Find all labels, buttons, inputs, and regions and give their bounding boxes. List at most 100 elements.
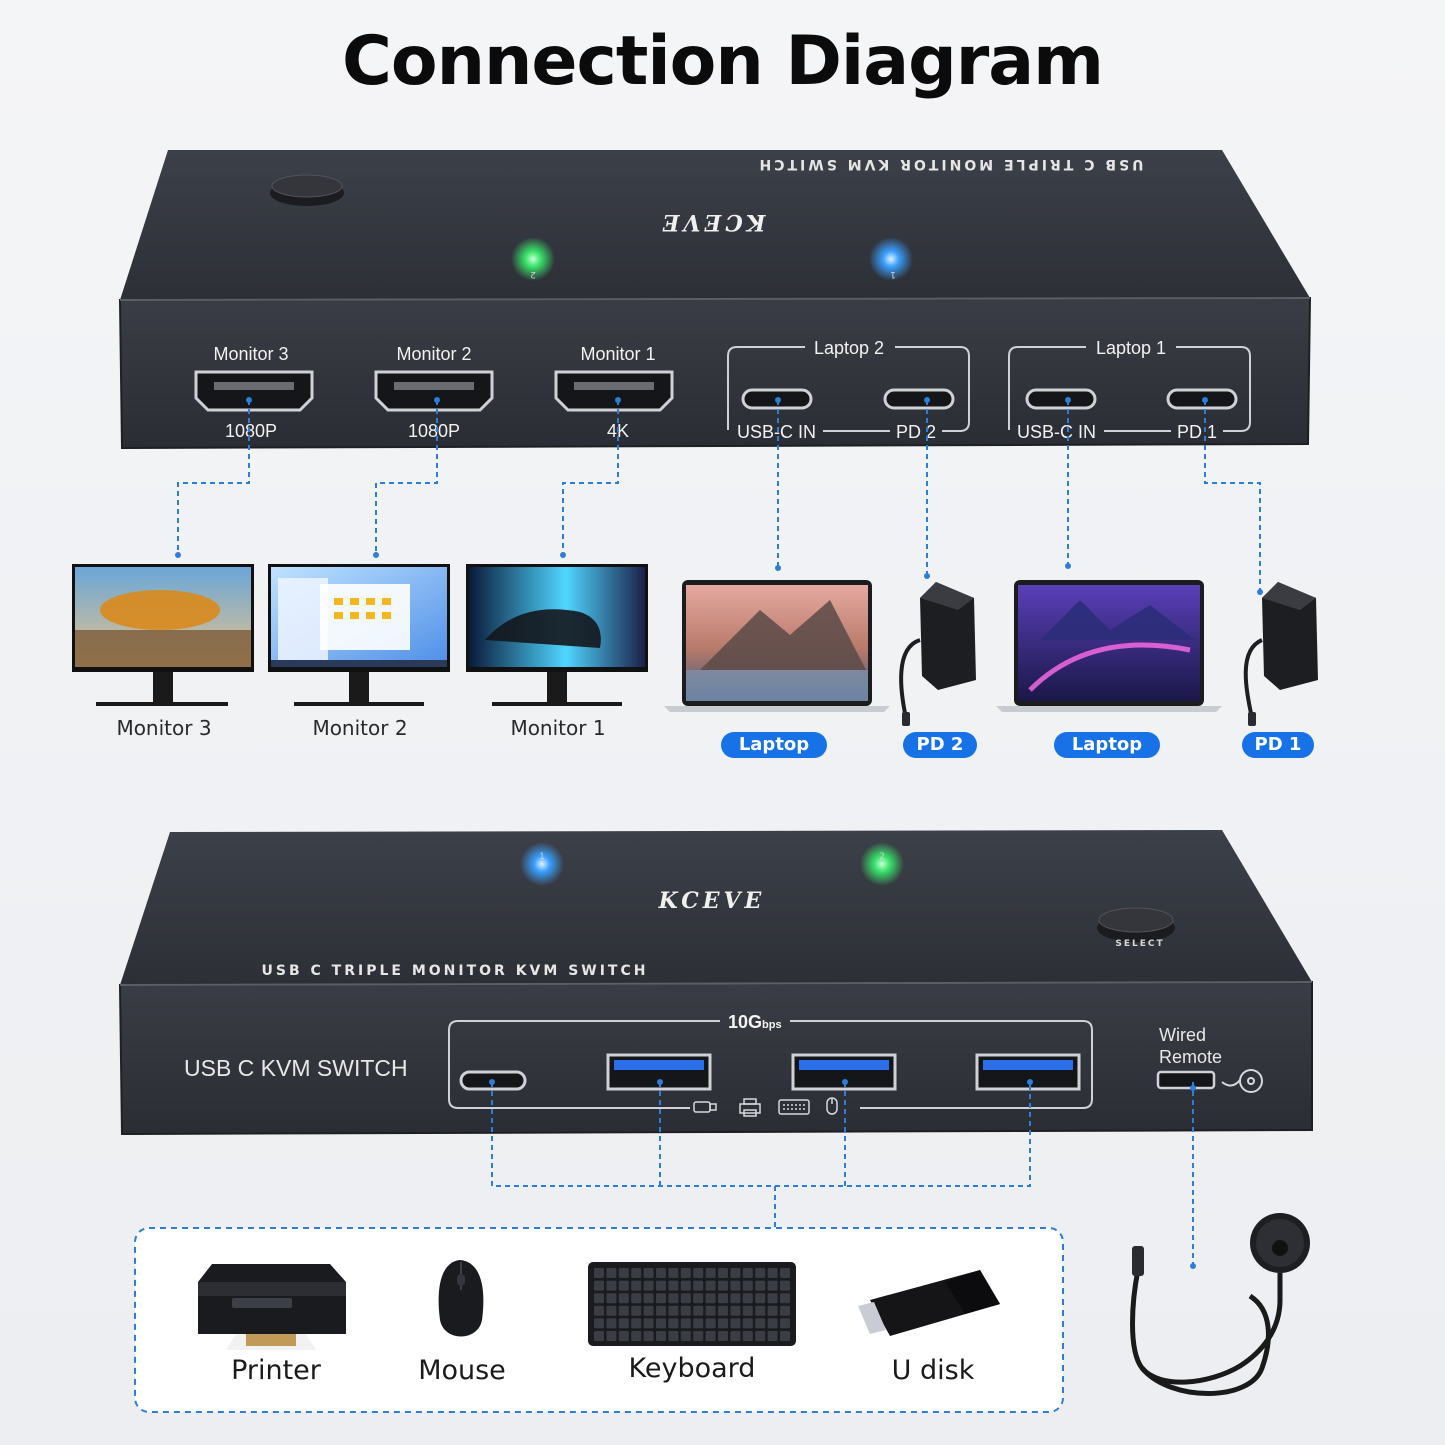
keyboard-key <box>742 1305 753 1316</box>
keyboard-key <box>718 1268 728 1278</box>
led-1-bottom <box>520 842 564 886</box>
hdmi-port-monitor-1[interactable]: Monitor 1 4K <box>554 344 674 441</box>
pd-2-port[interactable] <box>883 388 955 410</box>
keyboard-key <box>693 1293 704 1304</box>
keyboard-key <box>631 1268 642 1278</box>
keyboard-key <box>656 1293 666 1304</box>
keyboard-key <box>742 1331 753 1341</box>
hdmi-port-monitor-2[interactable]: Monitor 2 1080P <box>374 344 494 441</box>
keyboard-key <box>606 1318 617 1329</box>
keyboard-key <box>656 1305 666 1316</box>
monitor-3-device <box>72 564 254 706</box>
keyboard-key <box>705 1280 716 1291</box>
svg-text:2: 2 <box>879 852 885 862</box>
page-title: Connection Diagram <box>341 22 1104 101</box>
keyboard-key <box>780 1318 790 1329</box>
printer-caption: Printer <box>231 1355 321 1386</box>
top-printed-name: USB C TRIPLE MONITOR KVM SWITCH <box>757 156 1144 172</box>
keyboard-key <box>742 1293 753 1304</box>
svg-text:1080P: 1080P <box>408 421 460 441</box>
top-unit-top-face <box>120 150 1310 300</box>
keyboard-key <box>705 1268 716 1278</box>
svg-text:2: 2 <box>530 269 536 279</box>
keyboard-key <box>594 1293 604 1304</box>
keyboard-key <box>606 1280 617 1291</box>
keyboard-key <box>755 1268 766 1278</box>
keyboard-key <box>755 1305 766 1316</box>
keyboard-key <box>718 1280 728 1291</box>
keyboard-key <box>718 1318 728 1329</box>
laptop-1-badge: Laptop <box>1054 732 1160 758</box>
keyboard-key <box>730 1268 741 1278</box>
usb-c-in-port-1[interactable] <box>1025 388 1097 410</box>
keyboard-key <box>631 1293 642 1304</box>
keyboard-key <box>780 1280 790 1291</box>
keyboard-key <box>767 1318 778 1329</box>
keyboard-key <box>656 1268 666 1278</box>
u-disk-caption: U disk <box>891 1355 975 1386</box>
keyboard-key <box>730 1305 741 1316</box>
keyboard-key <box>780 1268 790 1278</box>
mouse-icon <box>826 1097 838 1115</box>
keyboard-key <box>742 1318 753 1329</box>
top-kvm-switch: USB C TRIPLE MONITOR KVM SWITCH KCEVE 2 … <box>118 150 1312 450</box>
keyboard-key <box>643 1305 654 1316</box>
pd-1-port[interactable] <box>1166 388 1238 410</box>
usb-flash-drive-device <box>858 1270 1000 1336</box>
led-2-bottom <box>860 842 904 886</box>
keyboard-key <box>606 1331 617 1341</box>
keyboard-key <box>755 1293 766 1304</box>
keyboard-key <box>705 1331 716 1341</box>
bottom-brand-logo: KCEVE <box>658 888 766 914</box>
bottom-unit-top-face <box>120 830 1312 985</box>
hdmi-port-monitor-3[interactable]: Monitor 3 1080P <box>194 344 314 441</box>
keyboard-key <box>618 1268 629 1278</box>
monitor-1-caption: Monitor 1 <box>510 716 606 740</box>
bottom-connection-lines <box>491 1082 1194 1265</box>
keyboard-key <box>668 1318 679 1329</box>
keyboard-key <box>767 1280 778 1291</box>
keyboard-key <box>780 1305 790 1316</box>
keyboard-key <box>767 1293 778 1304</box>
wired-remote-port[interactable] <box>1156 1070 1216 1090</box>
keyboard-key <box>594 1268 604 1278</box>
keyboard-key <box>718 1331 728 1341</box>
keyboard-key <box>730 1318 741 1329</box>
top-connection-lines <box>177 400 1261 590</box>
keyboard-key <box>705 1293 716 1304</box>
svg-text:USB-C IN: USB-C IN <box>737 422 816 442</box>
laptop-2-badge: Laptop <box>721 732 827 758</box>
keyboard-key <box>742 1268 753 1278</box>
keyboard-key <box>680 1280 691 1291</box>
keyboard-key <box>618 1318 629 1329</box>
keyboard-key <box>594 1305 604 1316</box>
keyboard-key <box>606 1293 617 1304</box>
keyboard-key <box>643 1318 654 1329</box>
keyboard-key <box>730 1280 741 1291</box>
keyboard-key <box>693 1331 704 1341</box>
keyboard-key <box>594 1331 604 1341</box>
svg-text:Laptop 2: Laptop 2 <box>814 338 884 358</box>
keyboard-key <box>631 1318 642 1329</box>
svg-text:Monitor 3: Monitor 3 <box>213 344 288 364</box>
monitor-2-caption: Monitor 2 <box>312 716 408 740</box>
laptop-2-port-group: Laptop 2 USB-C IN PD 2 <box>727 338 970 442</box>
keyboard-key <box>668 1305 679 1316</box>
keyboard-key <box>656 1280 666 1291</box>
keyboard-key <box>618 1280 629 1291</box>
bottom-kvm-switch: 1 2 KCEVE USB C TRIPLE MONITOR KVM SWITC… <box>118 830 1313 1136</box>
mouse-caption: Mouse <box>418 1355 506 1386</box>
mouse-device <box>438 1260 484 1337</box>
keyboard-key <box>693 1318 704 1329</box>
keyboard-key <box>767 1268 778 1278</box>
keyboard-key <box>668 1280 679 1291</box>
keyboard-key <box>705 1305 716 1316</box>
keyboard-key <box>668 1268 679 1278</box>
keyboard-caption: Keyboard <box>628 1353 756 1384</box>
keyboard-key <box>730 1331 741 1341</box>
svg-text:PD 1: PD 1 <box>1177 422 1217 442</box>
keyboard-key <box>606 1268 617 1278</box>
usb-drive-icon <box>693 1101 717 1113</box>
keyboard-icon <box>778 1099 810 1115</box>
